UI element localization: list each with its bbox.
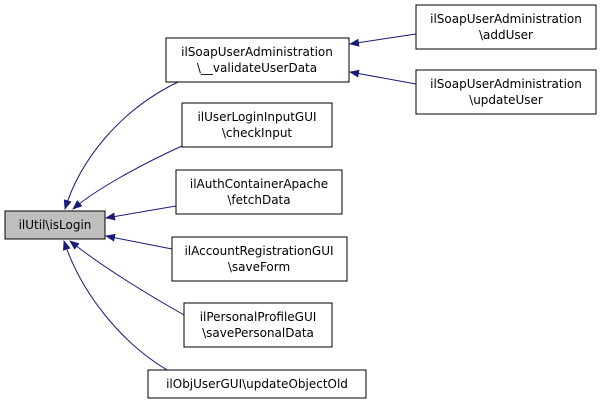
node-add-user[interactable]: ilSoapUserAdministration \addUser [415, 4, 597, 50]
node-fetch-data-line1: ilAuthContainerApache [190, 177, 328, 191]
edge-saveform-to-root [105, 233, 173, 250]
edge-checkinput-to-root [72, 145, 183, 210]
node-save-personal-data-line1: ilPersonalProfileGUI [200, 310, 317, 324]
edge-updateuser-to-validate [349, 69, 417, 85]
node-save-form-line1: ilAccountRegistrationGUI [184, 244, 333, 258]
node-fetch-data-line2: \fetchData [227, 193, 290, 207]
node-add-user-line2: \addUser [479, 28, 533, 42]
edge-updateobjectold-to-root [62, 240, 177, 376]
edges [62, 33, 417, 376]
node-update-user-line1: ilSoapUserAdministration [430, 77, 582, 91]
node-validate-user-data[interactable]: ilSoapUserAdministration \__validateUser… [165, 37, 350, 83]
edge-adduser-to-validate [349, 33, 417, 47]
node-root[interactable]: ilUtil\isLogin [4, 210, 106, 240]
node-check-input[interactable]: ilUserLoginInputGUI \checkInput [181, 102, 333, 148]
node-validate-user-data-line2: \__validateUserData [197, 61, 317, 75]
node-fetch-data[interactable]: ilAuthContainerApache \fetchData [175, 169, 343, 215]
node-update-object-old[interactable]: ilObjUserGUI\updateObjectOld [147, 369, 367, 399]
node-update-user-line2: \updateUser [469, 93, 543, 107]
node-save-form[interactable]: ilAccountRegistrationGUI \saveForm [171, 236, 348, 282]
node-validate-user-data-line1: ilSoapUserAdministration [181, 45, 333, 59]
node-save-personal-data-line2: \savePersonalData [202, 326, 314, 340]
edge-validate-to-root [63, 81, 179, 210]
node-update-object-old-label: ilObjUserGUI\updateObjectOld [166, 377, 348, 391]
node-check-input-line2: \checkInput [222, 126, 293, 140]
node-add-user-line1: ilSoapUserAdministration [430, 12, 582, 26]
edge-savepersonal-to-root [69, 240, 185, 316]
edge-fetchdata-to-root [105, 205, 177, 221]
node-save-form-line2: \saveForm [228, 260, 290, 274]
node-save-personal-data[interactable]: ilPersonalProfileGUI \savePersonalData [183, 302, 333, 348]
node-check-input-line1: ilUserLoginInputGUI [197, 110, 316, 124]
node-update-user[interactable]: ilSoapUserAdministration \updateUser [415, 69, 597, 115]
node-root-label: ilUtil\isLogin [19, 218, 92, 232]
